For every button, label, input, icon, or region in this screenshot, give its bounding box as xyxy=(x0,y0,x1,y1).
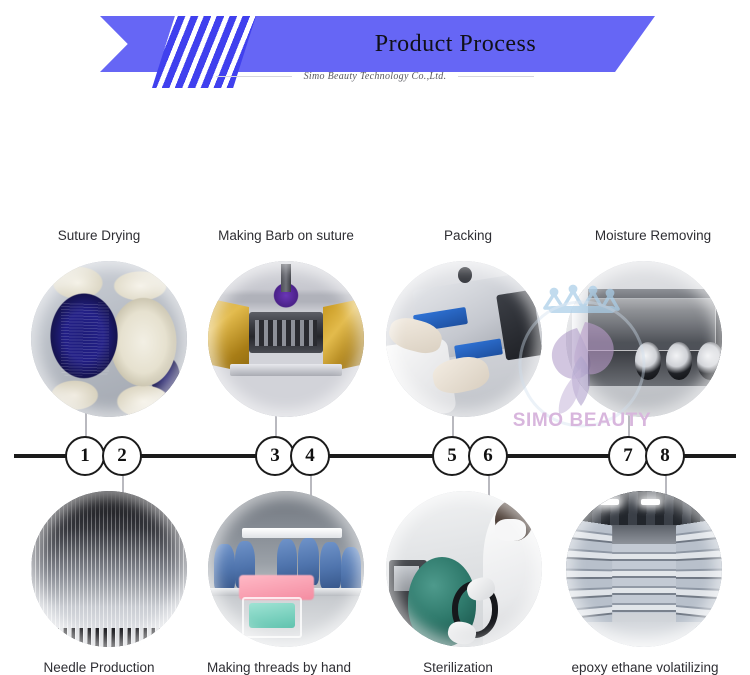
needles-base xyxy=(31,628,187,647)
machine-post xyxy=(281,264,291,293)
timeline-bar xyxy=(14,454,736,458)
step-node-3[interactable]: 3 xyxy=(255,436,295,476)
warehouse-rack-right xyxy=(675,518,722,636)
packing-art xyxy=(386,261,542,417)
step-node-5[interactable]: 5 xyxy=(432,436,472,476)
glovebox-port-2 xyxy=(665,342,693,380)
gold-right xyxy=(323,296,364,373)
step-label-1: Suture Drying xyxy=(57,228,141,243)
packing-knob xyxy=(457,267,472,283)
company-subtitle-row: Simo Beauty Technology Co.,Ltd. xyxy=(0,71,750,82)
connector-step-7 xyxy=(628,404,630,450)
rule-left xyxy=(215,76,292,77)
suture-spools-photo xyxy=(31,261,187,417)
step-label-7: Moisture Removing xyxy=(594,228,712,243)
connector-step-3 xyxy=(275,404,277,450)
warehouse-art xyxy=(566,491,722,647)
warehouse-photo xyxy=(566,491,722,647)
step-label-8: epoxy ethane volatilizing xyxy=(571,660,719,675)
needle-array-photo xyxy=(31,491,187,647)
warehouse-ceiling xyxy=(566,491,722,526)
warehouse-back-rack xyxy=(609,544,679,613)
operator-mask xyxy=(495,519,527,541)
workers-lamp xyxy=(242,528,343,538)
step-node-2-number: 2 xyxy=(117,445,127,466)
connector-step-4 xyxy=(310,462,312,508)
page-title: Product Process xyxy=(374,30,537,57)
machine-core xyxy=(248,312,324,354)
spools-art xyxy=(31,261,187,417)
connector-step-8 xyxy=(665,462,667,508)
connector-step-2 xyxy=(122,462,124,508)
sterilizer-art xyxy=(386,491,542,647)
step-node-3-number: 3 xyxy=(270,445,280,466)
glovebox-frame xyxy=(572,276,588,408)
connector-step-6 xyxy=(488,462,490,508)
gold-left xyxy=(208,296,249,373)
machine-art xyxy=(208,261,364,417)
barb-machine-photo xyxy=(208,261,364,417)
warehouse-floor xyxy=(566,622,722,647)
needles-art xyxy=(31,491,187,647)
step-node-7[interactable]: 7 xyxy=(608,436,648,476)
company-name: Simo Beauty Technology Co.,Ltd. xyxy=(303,71,447,82)
cleanroom-workers-photo xyxy=(208,491,364,647)
glovebox-port-1 xyxy=(634,342,662,380)
step-label-5: Packing xyxy=(443,228,493,243)
step-node-7-number: 7 xyxy=(623,445,633,466)
glovebox-photo xyxy=(566,261,722,417)
glovebox-art xyxy=(566,261,722,417)
teal-material xyxy=(248,603,296,629)
step-node-8[interactable]: 8 xyxy=(645,436,685,476)
ceiling-light-2 xyxy=(640,498,660,506)
machine-rail xyxy=(229,363,343,377)
step-node-4-number: 4 xyxy=(305,445,315,466)
step-node-5-number: 5 xyxy=(447,445,457,466)
worker-5 xyxy=(320,542,341,590)
step-node-4[interactable]: 4 xyxy=(290,436,330,476)
process-diagram: 1 2 3 4 5 6 7 8 Suture Drying Making Bar… xyxy=(0,104,750,675)
rule-right xyxy=(458,76,535,77)
step-node-2[interactable]: 2 xyxy=(102,436,142,476)
step-node-8-number: 8 xyxy=(660,445,670,466)
worker-6 xyxy=(340,547,361,594)
step-node-1[interactable]: 1 xyxy=(65,436,105,476)
sterilizer-photo xyxy=(386,491,542,647)
worker-4 xyxy=(298,537,319,585)
ceiling-light-1 xyxy=(600,498,620,506)
step-node-6[interactable]: 6 xyxy=(468,436,508,476)
worker-1 xyxy=(214,544,235,591)
step-label-6: Sterilization xyxy=(423,660,493,675)
step-label-3: Making Barb on suture xyxy=(218,228,354,243)
workers-art xyxy=(208,491,364,647)
connector-step-5 xyxy=(452,404,454,450)
step-node-6-number: 6 xyxy=(483,445,493,466)
glovebox-port-3 xyxy=(697,342,722,380)
packing-machine-photo xyxy=(386,261,542,417)
warehouse-rack-left xyxy=(566,518,613,636)
step-node-1-number: 1 xyxy=(80,445,90,466)
worker-3 xyxy=(276,539,297,587)
connector-step-1 xyxy=(85,404,87,450)
header-banner: Product Process Simo Beauty Technology C… xyxy=(0,0,750,104)
